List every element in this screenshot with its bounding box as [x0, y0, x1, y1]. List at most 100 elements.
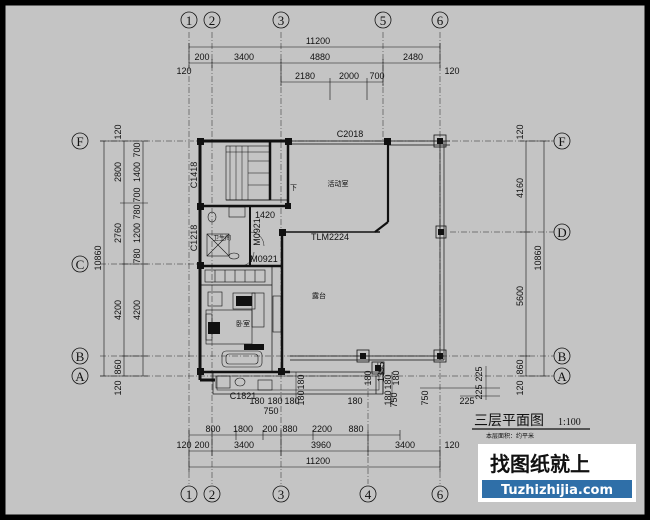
axis-bubbles-right	[553, 132, 571, 385]
dim-text: 700	[132, 187, 142, 202]
drawing-scale: 1:100	[558, 417, 581, 428]
dim-text: 120	[113, 124, 123, 139]
dim-text: 180	[267, 396, 282, 406]
left-dimension-texts: 10860 2800 2760 4200 700 1400 700 780 12…	[93, 124, 142, 395]
column	[433, 134, 447, 148]
dim-text: 780	[132, 204, 142, 219]
axis-bubble	[272, 11, 290, 29]
basin-fixture	[228, 206, 246, 218]
dim-text: 2200	[312, 424, 332, 434]
dim-text: 2800	[113, 162, 123, 182]
axis-bubble	[203, 485, 221, 503]
left-dimension-lines	[100, 140, 148, 377]
dim-text: 120	[444, 66, 459, 76]
dim-text: 10860	[93, 245, 103, 270]
axis-label: 6	[437, 13, 444, 28]
terrace-column-cores	[360, 138, 444, 371]
dim-text: 1395	[376, 362, 386, 382]
dim-text: 1420	[255, 210, 275, 220]
axis-bubble	[431, 11, 449, 29]
window-label: C2018	[337, 129, 364, 139]
area-note: 本层面积：约平米	[486, 432, 534, 440]
bottom-dimension-texts: 800 1800 200 880 2200 880 200 3400 3960 …	[176, 396, 459, 466]
logo-url: Tuzhizhijia.com	[501, 483, 613, 498]
dim-text: 800	[205, 424, 220, 434]
axis-bubbles-top	[180, 11, 449, 29]
dim-text: 120	[176, 440, 191, 450]
axis-label: A	[557, 369, 567, 384]
column	[433, 349, 447, 363]
dim-text: 180	[284, 396, 299, 406]
window-label: C1821	[230, 391, 257, 401]
dim-text: 860	[515, 359, 525, 374]
stair-treads	[226, 146, 270, 200]
bedside-table	[232, 292, 256, 310]
dark-furniture	[208, 296, 264, 350]
bathtub	[221, 350, 263, 368]
columns	[197, 138, 391, 375]
axis-label: 6	[437, 487, 444, 502]
plan-labels: C2018 C1418 C1218 M0921 M0921 TLM2224 C1…	[189, 129, 484, 408]
drawing-title: 三层平面图	[474, 413, 544, 429]
tv-cabinet	[272, 295, 282, 333]
logo-text: 找图纸就上	[490, 452, 590, 476]
axis-bubble	[553, 132, 571, 150]
axis-labels-bottom: 1 2 3 4 6	[186, 487, 444, 502]
column	[356, 349, 370, 363]
dim-text: 880	[282, 424, 297, 434]
axis-label: 3	[278, 13, 285, 28]
door-label: TLM2224	[311, 232, 349, 242]
dim-text: 780	[132, 248, 142, 263]
dim-text: 4160	[515, 178, 525, 198]
column	[278, 368, 285, 375]
dim-text: 180	[296, 374, 306, 389]
axis-label: B	[76, 349, 85, 364]
dim-text: 4880	[310, 52, 330, 62]
column	[197, 203, 204, 210]
dim-text: 120	[515, 380, 525, 395]
dim-text: 5600	[515, 286, 525, 306]
balcony-dim-lines	[295, 366, 500, 404]
dim-text: 750	[389, 392, 399, 407]
dim-text: 11200	[306, 456, 330, 466]
column	[197, 262, 204, 269]
room-label-activity: 活动室	[328, 179, 349, 188]
dim-text: 880	[348, 424, 363, 434]
axis-bubble	[71, 347, 89, 365]
axis-label: 5	[380, 13, 387, 28]
dim-text: 120	[176, 66, 191, 76]
axis-bubble	[431, 485, 449, 503]
dim-text: 3960	[311, 440, 331, 450]
axis-label: 2	[209, 13, 216, 28]
dim-text: 180	[296, 390, 306, 405]
sink-fixture	[228, 252, 240, 260]
dim-text: 180	[391, 370, 401, 385]
column	[371, 361, 385, 375]
axis-bubble	[553, 223, 571, 241]
desk	[207, 291, 223, 307]
column	[384, 138, 391, 145]
room-label-bedroom: 卧室	[236, 319, 250, 328]
dim-text: 1200	[132, 223, 142, 243]
shower-fixture	[206, 233, 230, 257]
axis-labels-right: F D B A	[557, 134, 567, 384]
door-label: M0921	[250, 254, 278, 264]
dim-text: 3400	[234, 440, 254, 450]
axis-bubble	[180, 11, 198, 29]
dim-text: 3400	[395, 440, 415, 450]
room-label-toilet: 卫生间	[213, 234, 231, 242]
axis-bubble	[180, 485, 198, 503]
axis-label: C	[76, 257, 85, 272]
logo: 找图纸就上 Tuzhizhijia.com	[478, 444, 636, 502]
right-dimension-texts: 4160 5600 860 10860 120 120	[515, 124, 543, 395]
axis-bubble	[71, 132, 89, 150]
dim-text: 120	[113, 380, 123, 395]
door-label: M0921	[252, 218, 262, 246]
top-dimension-texts: 11200 200 3400 4880 2480 2180 2000 700 1…	[176, 36, 459, 81]
axis-bubbles-left	[71, 132, 89, 385]
column	[435, 225, 447, 239]
dim-text: 225	[474, 366, 484, 381]
walls	[198, 139, 450, 395]
